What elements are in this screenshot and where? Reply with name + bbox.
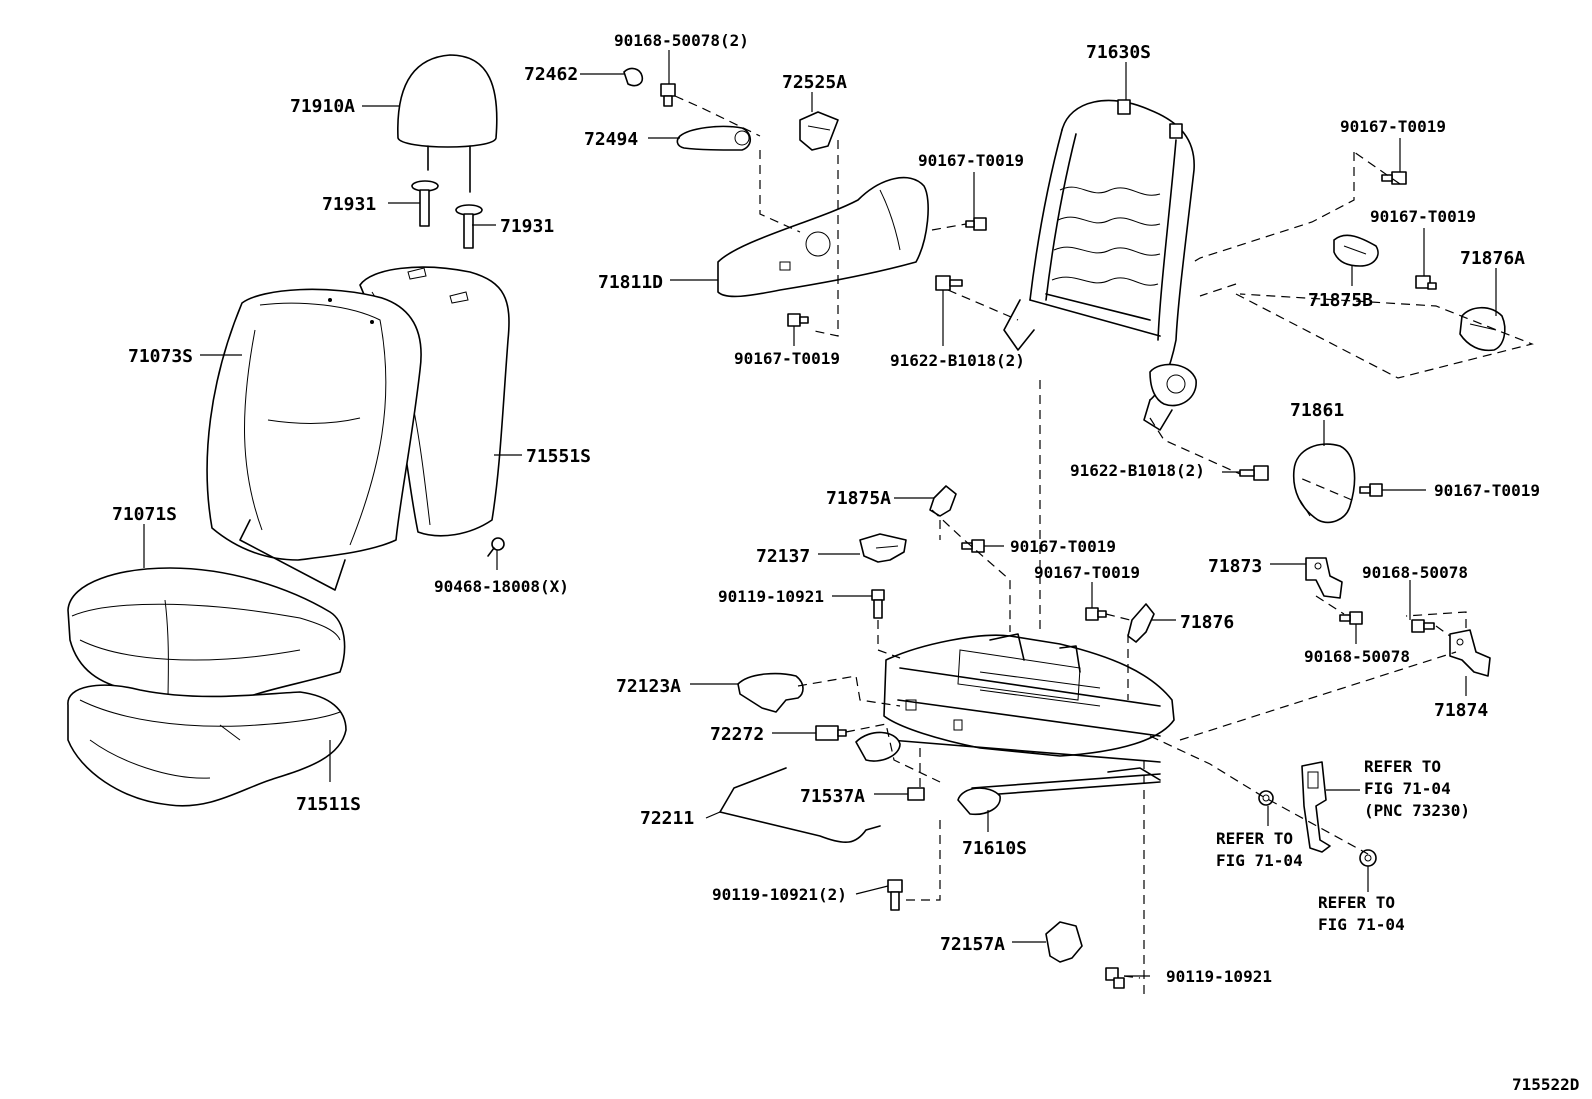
label-90167-T0019-e: 90167-T0019 xyxy=(1434,481,1540,500)
label-91622-B1018-b: 91622-B1018(2) xyxy=(1070,461,1205,480)
washer-refer-fig-71-04[interactable] xyxy=(1258,790,1274,806)
label-refer-2-line-1: REFER TO xyxy=(1364,757,1441,776)
seatback-frame-71630S[interactable] xyxy=(1003,99,1197,431)
handle-72494[interactable] xyxy=(676,125,752,151)
label-72462: 72462 xyxy=(524,64,578,85)
seatbelt-buckle-pnc-73230[interactable] xyxy=(1301,761,1331,853)
bracket-71875A[interactable] xyxy=(929,485,957,517)
cover-72525A[interactable] xyxy=(799,111,839,151)
label-71876A: 71876A xyxy=(1460,248,1525,269)
bracket-71876[interactable] xyxy=(1127,603,1155,643)
label-refer-2-line-3: (PNC 73230) xyxy=(1364,801,1470,820)
leader-lines xyxy=(143,50,1497,977)
bracket-71873[interactable] xyxy=(1305,557,1343,599)
label-71537A: 71537A xyxy=(800,786,865,807)
label-71874: 71874 xyxy=(1434,700,1488,721)
cover-72137[interactable] xyxy=(859,533,907,563)
bolt-90168-50078-top[interactable] xyxy=(660,83,676,107)
cover-72157A[interactable] xyxy=(1045,921,1083,963)
screw-90167-T0019-track-right[interactable] xyxy=(1085,607,1107,621)
label-90119-10921-2: 90119-10921(2) xyxy=(712,885,847,904)
label-91622-B1018-a: 91622-B1018(2) xyxy=(890,351,1025,370)
label-90167-T0019-d: 90167-T0019 xyxy=(1370,207,1476,226)
label-72272: 72272 xyxy=(710,724,764,745)
label-71630S: 71630S xyxy=(1086,42,1151,63)
bolt-90119-10921-bottom[interactable] xyxy=(1105,967,1125,989)
label-71873: 71873 xyxy=(1208,556,1262,577)
label-90167-T0019-f: 90167-T0019 xyxy=(1010,537,1116,556)
label-71511S: 71511S xyxy=(296,794,361,815)
bracket-71876A[interactable] xyxy=(1459,306,1506,352)
label-90468-18008: 90468-18008(X) xyxy=(434,577,569,596)
label-90168-50078-2: 90168-50078(2) xyxy=(614,31,749,50)
headrest-support-71931-left[interactable] xyxy=(411,180,439,227)
label-71071S: 71071S xyxy=(112,504,177,525)
pad-71537A[interactable] xyxy=(907,787,925,801)
label-72494: 72494 xyxy=(584,129,638,150)
wire-72211[interactable] xyxy=(719,767,881,843)
label-72157A: 72157A xyxy=(940,934,1005,955)
seat-cushion-pad-71511S[interactable] xyxy=(67,684,347,807)
part-labels: 71910A 71931 71931 71073S 71551S 90468-1… xyxy=(112,31,1579,1094)
label-90167-T0019-b: 90167-T0019 xyxy=(734,349,840,368)
seatback-cover-71073S[interactable] xyxy=(206,288,422,591)
label-refer-2-line-2: FIG 71-04 xyxy=(1364,779,1451,798)
screw-90167-T0019-shield-bottom[interactable] xyxy=(787,313,809,327)
label-72525A: 72525A xyxy=(782,72,847,93)
label-72123A: 72123A xyxy=(616,676,681,697)
clip-90468-18008[interactable] xyxy=(487,537,505,557)
screw-90167-T0019-cover-71861[interactable] xyxy=(1359,483,1383,497)
label-90167-T0019-a: 90167-T0019 xyxy=(918,151,1024,170)
label-90167-T0019-g: 90167-T0019 xyxy=(1034,563,1140,582)
label-71910A: 71910A xyxy=(290,96,355,117)
label-refer-1-line-2: FIG 71-04 xyxy=(1216,851,1303,870)
label-refer-1-line-1: REFER TO xyxy=(1216,829,1293,848)
label-refer-3-line-2: FIG 71-04 xyxy=(1318,915,1405,934)
diagram-id-label: 715522D xyxy=(1512,1075,1579,1094)
shield-71811D[interactable] xyxy=(717,176,929,298)
label-90119-10921-c: 90119-10921 xyxy=(1166,967,1272,986)
dashed-assembly-lines xyxy=(674,95,1534,1000)
label-71551S: 71551S xyxy=(526,446,591,467)
cover-72123A[interactable] xyxy=(737,672,804,713)
label-71931-right: 71931 xyxy=(500,216,554,237)
connector-72272[interactable] xyxy=(815,725,847,741)
seat-cushion-cover-71071S[interactable] xyxy=(67,567,346,705)
nut-refer-fig-71-04[interactable] xyxy=(1359,849,1377,867)
screw-90167-T0019-right-mid[interactable] xyxy=(1415,275,1437,290)
bolt-91622-B1018-lower[interactable] xyxy=(1239,465,1269,481)
cover-71861[interactable] xyxy=(1292,443,1356,524)
seat-track-adjuster-71610S[interactable] xyxy=(855,633,1175,816)
label-71811D: 71811D xyxy=(598,272,663,293)
label-90167-T0019-c: 90167-T0019 xyxy=(1340,117,1446,136)
label-72211: 72211 xyxy=(640,808,694,829)
label-71610S: 71610S xyxy=(962,838,1027,859)
label-refer-3-line-1: REFER TO xyxy=(1318,893,1395,912)
bracket-71874[interactable] xyxy=(1449,629,1491,677)
label-71861: 71861 xyxy=(1290,400,1344,421)
headrest-support-71931-right[interactable] xyxy=(455,204,483,249)
cap-72462[interactable] xyxy=(623,67,644,87)
label-90119-10921-a: 90119-10921 xyxy=(718,587,824,606)
bolt-91622-B1018-upper[interactable] xyxy=(935,275,963,291)
label-71875B: 71875B xyxy=(1308,290,1373,311)
label-71875A: 71875A xyxy=(826,488,891,509)
label-71876: 71876 xyxy=(1180,612,1234,633)
label-90168-50078-a: 90168-50078 xyxy=(1362,563,1468,582)
screw-90167-T0019-shield-right[interactable] xyxy=(965,217,987,231)
bolt-90119-10921-lower[interactable] xyxy=(887,879,903,911)
screw-90167-T0019-track-left[interactable] xyxy=(961,539,985,553)
bolt-90168-50078-right[interactable] xyxy=(1411,619,1435,633)
label-72137: 72137 xyxy=(756,546,810,567)
label-90168-50078-b: 90168-50078 xyxy=(1304,647,1410,666)
bolt-90119-10921-upper[interactable] xyxy=(871,589,885,619)
label-71931-left: 71931 xyxy=(322,194,376,215)
label-71073S: 71073S xyxy=(128,346,193,367)
bracket-71875B[interactable] xyxy=(1333,234,1379,267)
headrest-71910A[interactable] xyxy=(397,54,498,193)
